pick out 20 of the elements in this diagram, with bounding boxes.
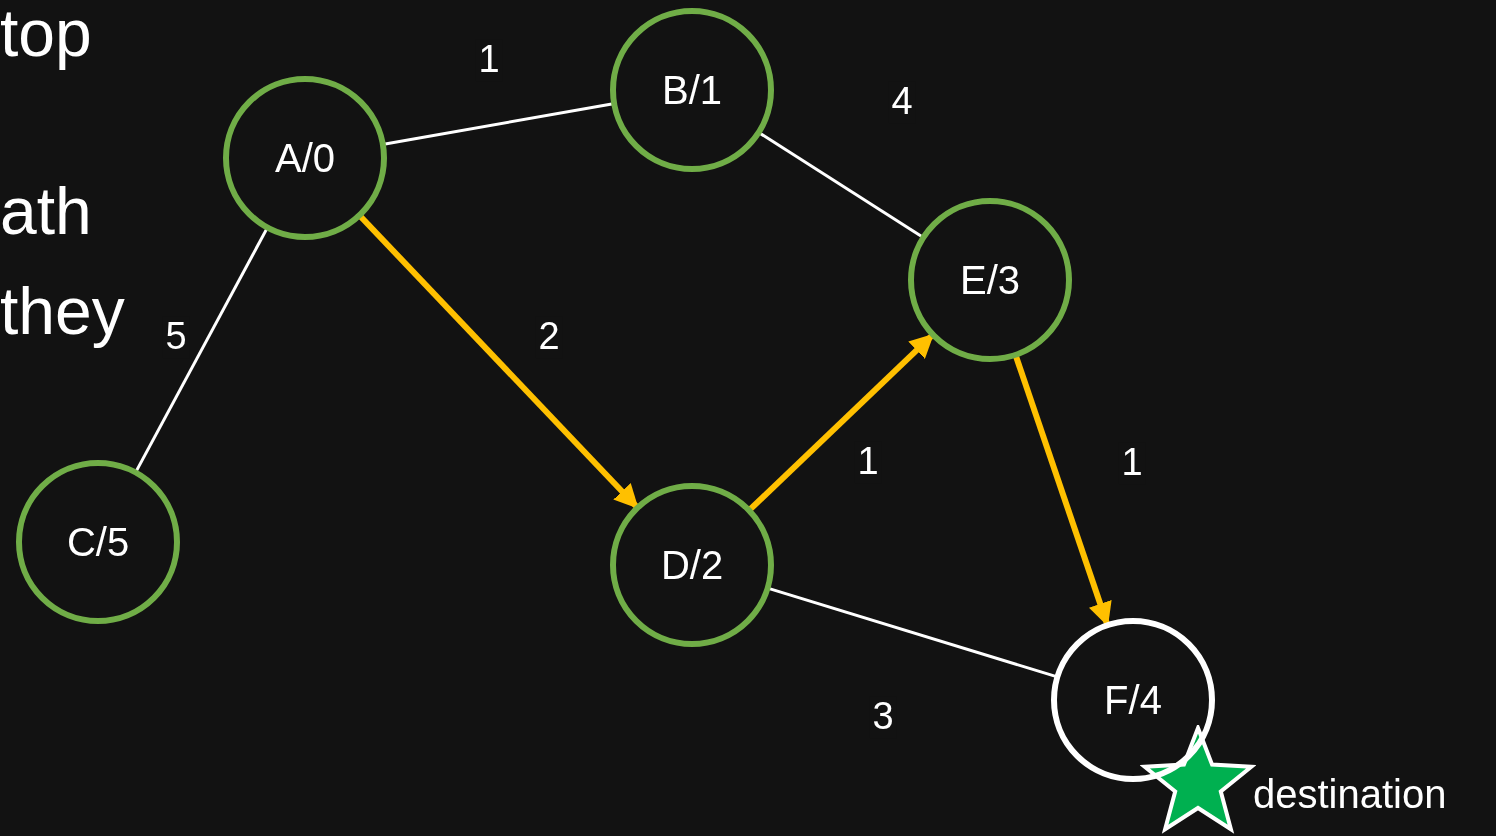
node-label: A/0 <box>274 135 335 181</box>
graph-node-circle <box>908 198 1072 362</box>
node-caption: destination <box>1253 772 1447 817</box>
connector-line <box>758 131 924 239</box>
node-label: B/1 <box>661 67 722 113</box>
graph-node-circle <box>16 460 180 624</box>
connector-line <box>768 586 1057 679</box>
node-label: D/2 <box>660 542 724 588</box>
text-fragment: ath <box>0 178 92 244</box>
node-label: F/4 <box>1104 677 1162 723</box>
graph-node-circle <box>610 8 774 172</box>
connector-line <box>383 102 614 146</box>
arrow <box>747 333 935 512</box>
node-label: E/3 <box>959 257 1020 303</box>
graph-node-circle <box>610 483 774 647</box>
arrow <box>357 213 640 510</box>
node-label: C/5 <box>66 519 130 565</box>
graph-node-circle <box>223 76 387 240</box>
graph-node-circle <box>1051 618 1215 782</box>
connector-line <box>134 227 269 473</box>
